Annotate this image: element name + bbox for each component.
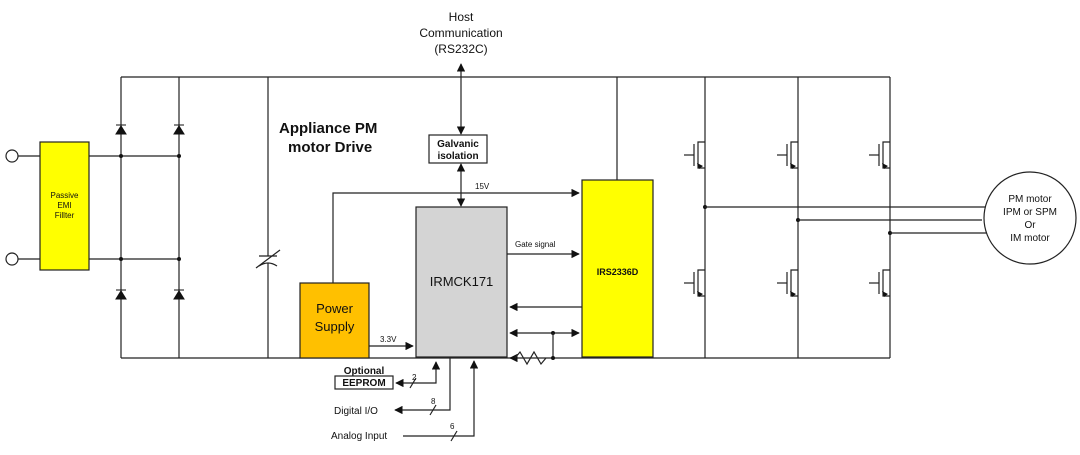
igbt-2-low [777, 269, 798, 297]
analog-input-bus [403, 360, 479, 437]
dc-bus [121, 76, 890, 359]
analog-input-label: Analog Input [331, 431, 387, 442]
motor-line1: PM motor [1008, 194, 1052, 205]
motor-line4: IM motor [1010, 233, 1050, 244]
controller-label: IRMCK171 [430, 274, 494, 289]
emi-filter: Passive EMI Fillter [39, 141, 90, 271]
gate-signal-label: Gate signal [515, 240, 556, 249]
bridge-rectifier [115, 77, 185, 358]
igbt-3-low [869, 269, 890, 297]
eeprom-bus [395, 361, 441, 388]
driver-irs2336d: IRS2336D [581, 179, 654, 358]
shunt-resistor [514, 350, 547, 366]
power-supply-line1: Power [316, 301, 354, 316]
digital-io-label: Digital I/O [334, 406, 378, 417]
digital-io-bits: 8 [431, 397, 436, 406]
ac-input-terminals [5, 149, 40, 266]
eeprom: Optional EEPROM [334, 366, 394, 390]
digital-io-bus [394, 358, 451, 415]
emi-line3: Fillter [55, 211, 75, 220]
v15-label: 15V [475, 182, 490, 191]
igbt-3-high [869, 141, 890, 169]
inverter-bridge [684, 77, 988, 358]
power-supply-line2: Supply [315, 319, 355, 334]
igbt-2-high [777, 141, 798, 169]
eeprom-line1: Optional [344, 366, 385, 377]
host-line3: (RS232C) [434, 42, 487, 56]
diagram-title-line1: Appliance PM [279, 120, 377, 137]
v33-label: 3.3V [380, 335, 397, 344]
eeprom-line2: EEPROM [342, 378, 385, 389]
diagram-title-line2: motor Drive [288, 139, 372, 156]
motor: PM motor IPM or SPM Or IM motor [983, 171, 1077, 265]
host-line2: Communication [419, 26, 502, 40]
galvanic-line2: isolation [437, 151, 478, 162]
emi-line2: EMI [57, 201, 71, 210]
power-supply: Power Supply [299, 282, 370, 359]
motor-line3: Or [1024, 220, 1036, 231]
bus-capacitor [255, 77, 281, 358]
igbt-1-high [684, 141, 705, 169]
eeprom-bits: 2 [412, 373, 417, 382]
analog-input-bits: 6 [450, 422, 455, 431]
host-line1: Host [449, 10, 474, 24]
controller-irmck171: IRMCK171 [415, 206, 508, 358]
galvanic-isolation: Galvanic isolation [428, 134, 488, 164]
v15-line [332, 188, 580, 283]
motor-line2: IPM or SPM [1003, 207, 1057, 218]
galvanic-line1: Galvanic [437, 139, 479, 150]
emi-line1: Passive [50, 191, 79, 200]
igbt-1-low [684, 269, 705, 297]
driver-label: IRS2336D [597, 267, 639, 277]
